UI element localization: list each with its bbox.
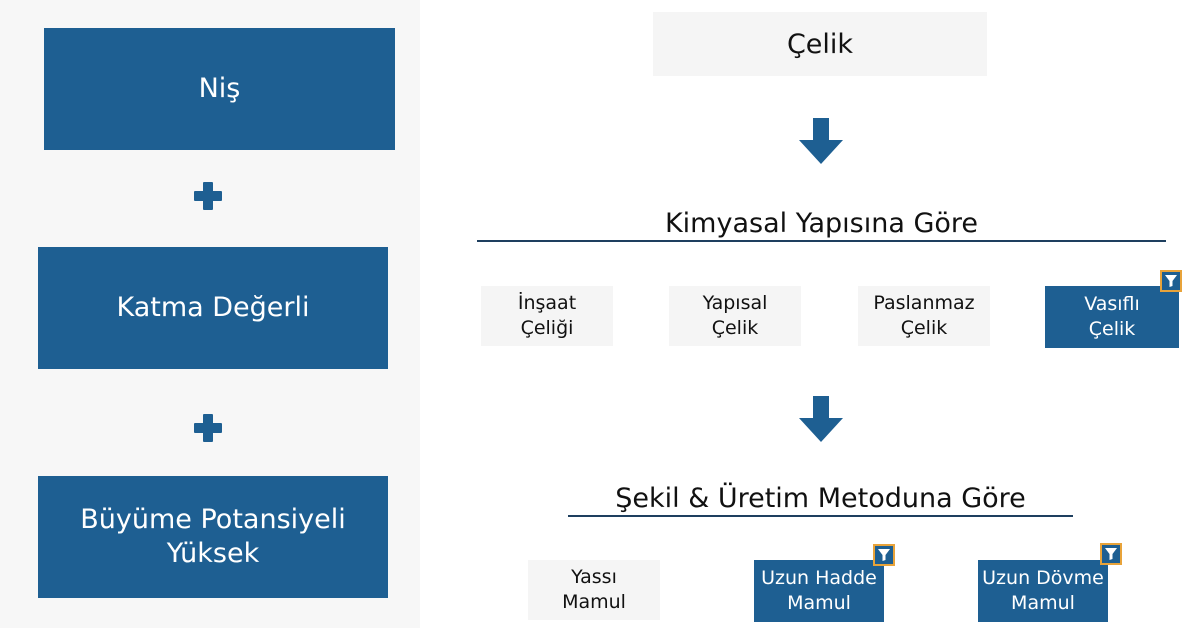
category-paslanmaz-celik: Paslanmaz Çelik	[858, 286, 990, 346]
filter-icon[interactable]	[1100, 543, 1122, 565]
katma-degerli-label: Katma Değerli	[116, 292, 310, 324]
celik-label: Çelik	[786, 28, 854, 60]
celik-box: Çelik	[653, 12, 987, 76]
section-title-sekil-uretim: Şekil & Üretim Metoduna Göre	[615, 482, 1026, 514]
category-insaat-celigi: İnşaat Çeliği	[481, 286, 613, 346]
arrow-down-icon	[799, 118, 843, 164]
plus-icon	[194, 182, 222, 210]
category-uzun-dovme-mamul: Uzun Dövme Mamul	[978, 560, 1108, 622]
plus-icon	[194, 414, 222, 442]
category-uzun-hadde-mamul: Uzun Hadde Mamul	[754, 560, 884, 622]
category-yassi-mamul: Yassı Mamul	[528, 560, 660, 620]
buyume-potansiyeli-label: Büyüme Potansiyeli Yüksek	[80, 504, 346, 569]
filter-icon[interactable]	[873, 544, 895, 566]
buyume-potansiyeli-box: Büyüme Potansiyeli Yüksek	[38, 476, 388, 598]
filter-icon[interactable]	[1160, 270, 1182, 292]
katma-degerli-box: Katma Değerli	[38, 247, 388, 369]
section-divider	[477, 240, 1166, 242]
section-title-kimyasal: Kimyasal Yapısına Göre	[664, 207, 979, 239]
section-divider	[568, 515, 1073, 517]
nis-box: Niş	[44, 28, 395, 150]
arrow-down-icon	[799, 396, 843, 442]
category-vasifli-celik: Vasıflı Çelik	[1045, 286, 1179, 348]
nis-label: Niş	[198, 73, 241, 105]
category-yapisal-celik: Yapısal Çelik	[669, 286, 801, 346]
